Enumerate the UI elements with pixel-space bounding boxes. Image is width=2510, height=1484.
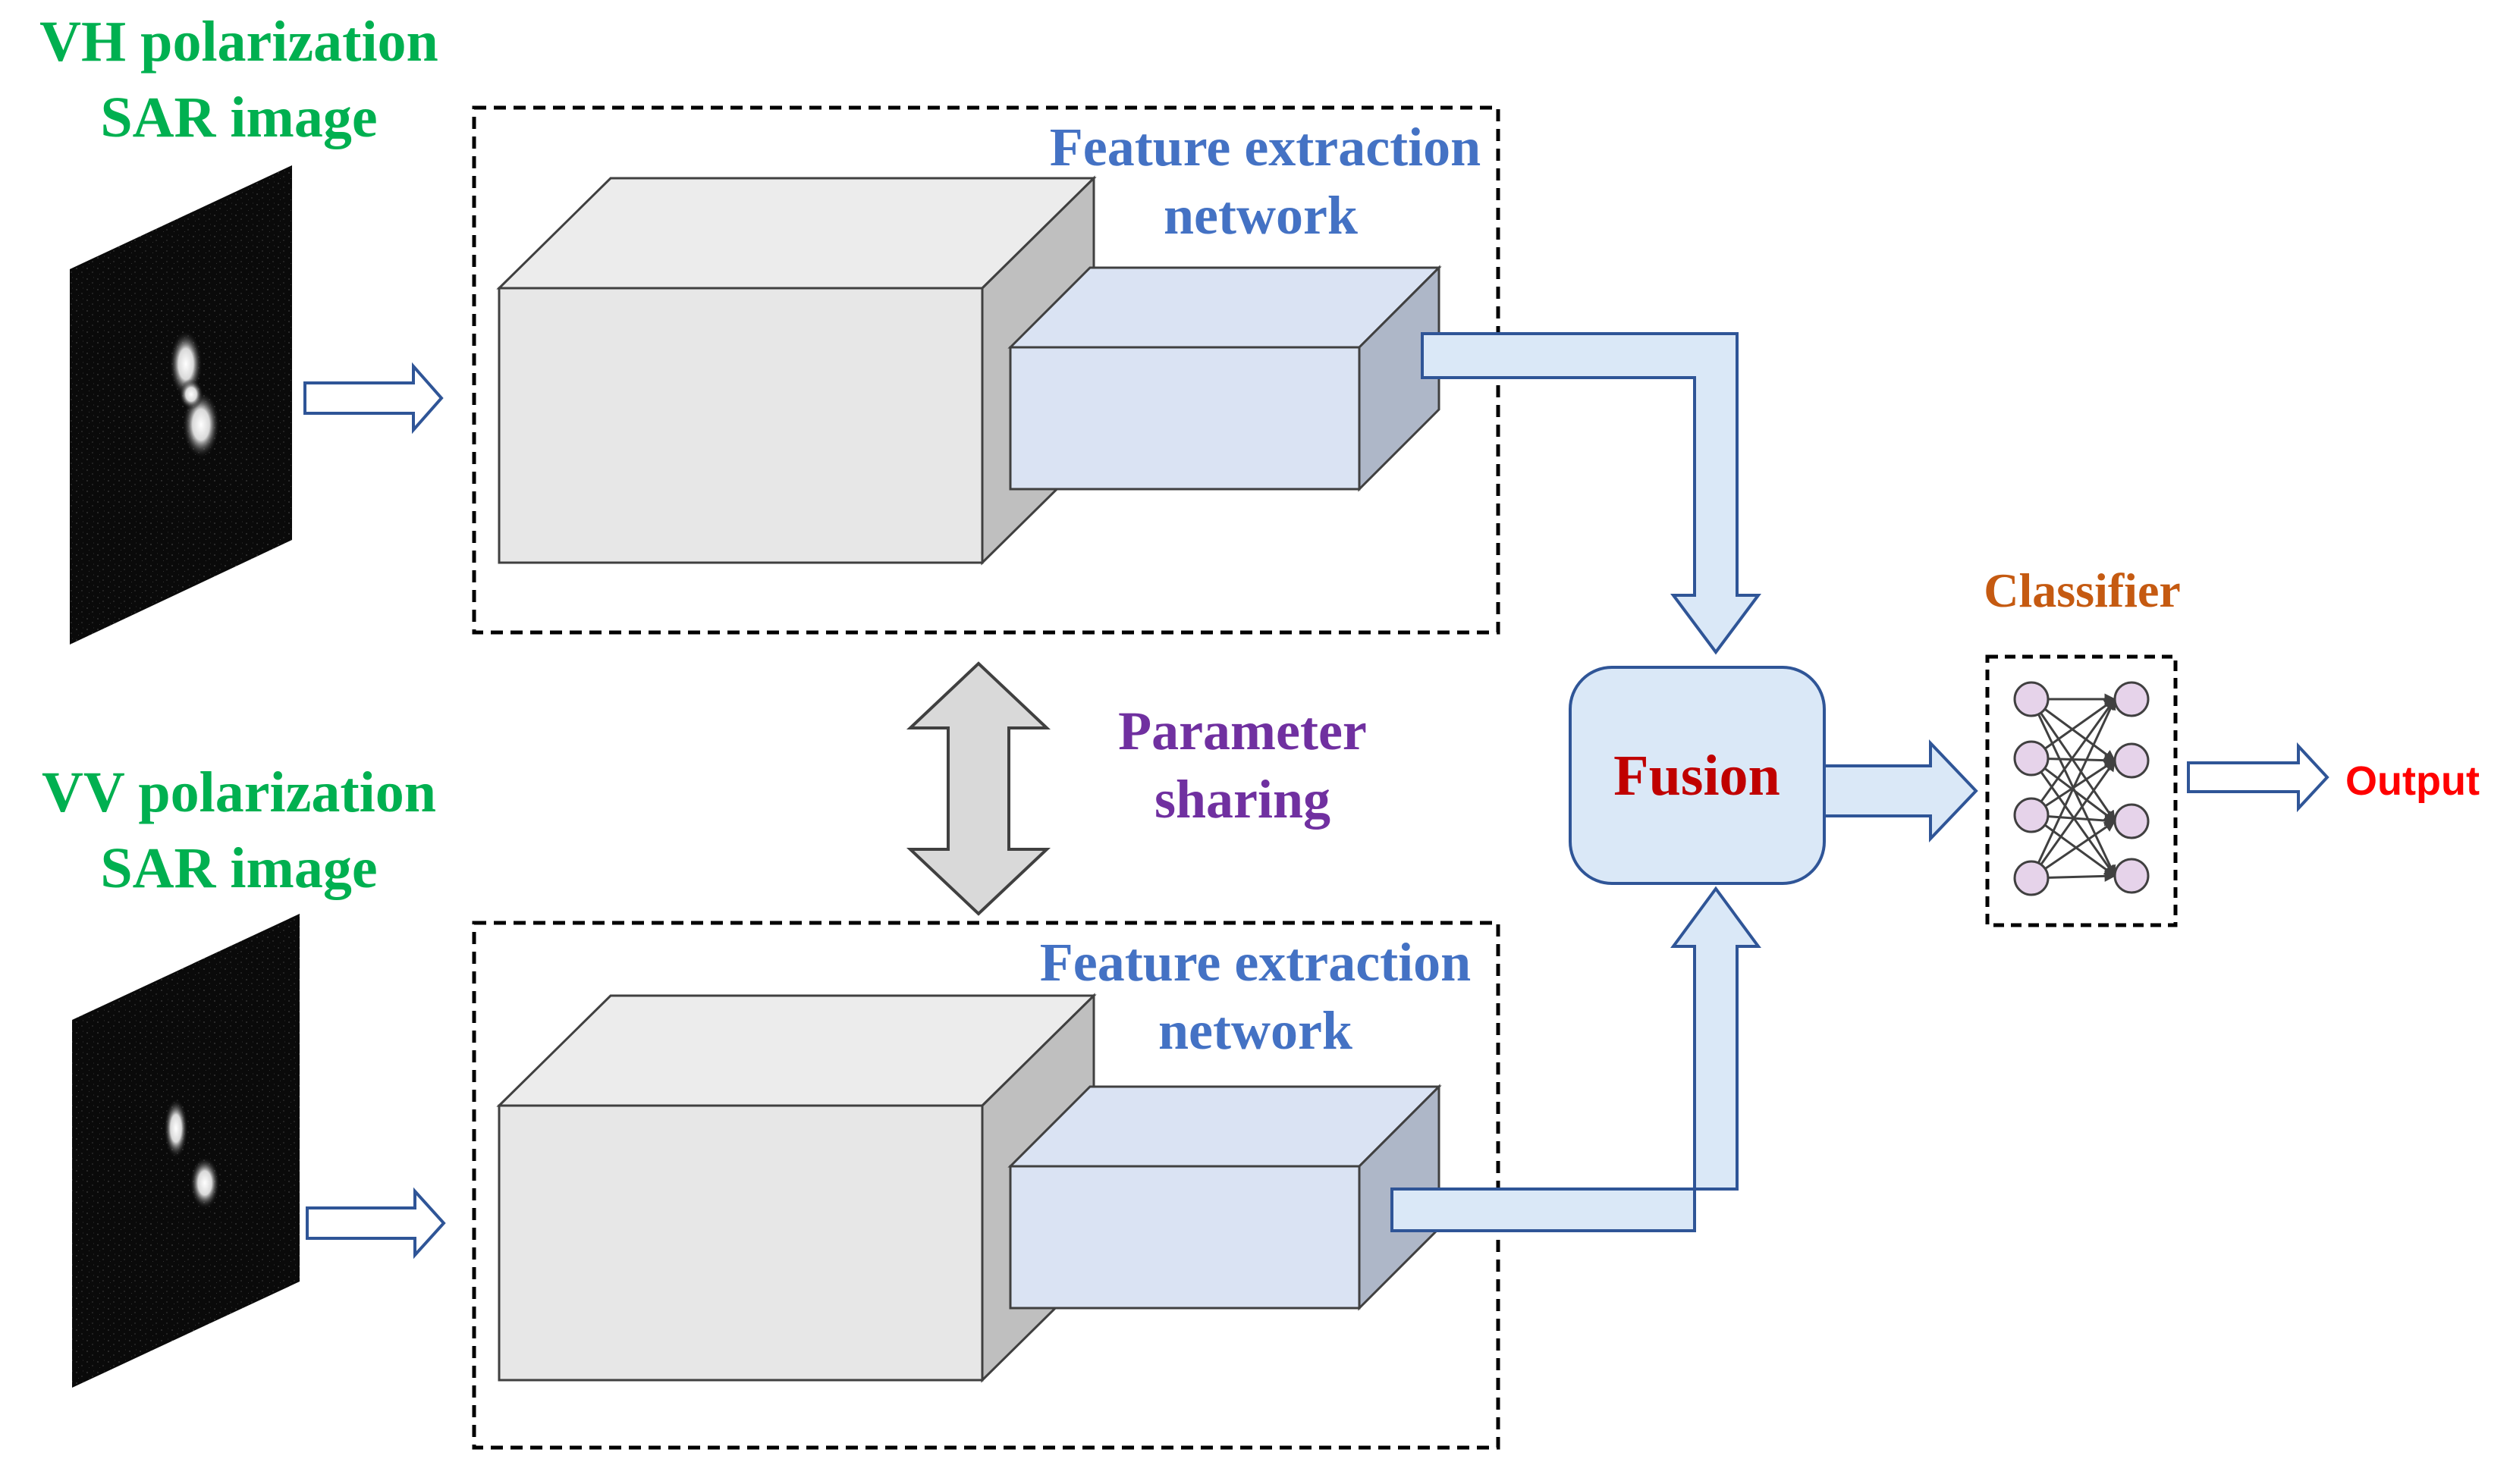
vv-sar-image [72, 914, 300, 1388]
fusion-to-classifier-arrow [1823, 739, 1978, 842]
top-to-fusion-arrow [1421, 332, 1761, 655]
parameter-sharing-double-arrow [906, 661, 1051, 916]
classifier-network [2013, 681, 2150, 896]
top-large-feature-block [496, 175, 1097, 566]
vv-input-title-line2: SAR image [100, 836, 377, 900]
top-small-feature-block [1007, 265, 1442, 492]
classifier-to-output-arrow [2187, 742, 2329, 813]
bottom-to-fusion-arrow [1390, 886, 1761, 1232]
classifier-output-node [2113, 681, 2150, 717]
top-network-label-line2: network [1164, 185, 1358, 246]
bottom-large-feature-block [496, 993, 1097, 1383]
vv-input-arrow [306, 1187, 446, 1260]
classifier-label: Classifier [1984, 563, 2181, 617]
vh-sar-image [70, 165, 292, 645]
bottom-small-feature-block [1007, 1084, 1442, 1311]
bottom-network-frame [472, 921, 1500, 1450]
top-network-label-line1: Feature extraction [1050, 117, 1481, 177]
vv-input-title-line1: VV polarization [42, 761, 436, 824]
vh-input-title-line2: SAR image [100, 86, 377, 149]
bottom-network-label-line2: network [1158, 1000, 1352, 1061]
parameter-sharing-label-line2: sharing [1154, 769, 1330, 830]
vh-input-title-line1: VH polarization [39, 10, 438, 74]
classifier-input-node [2013, 681, 2050, 717]
parameter-sharing-label-line1: Parameter [1118, 701, 1367, 761]
fusion-label: Fusion [1613, 744, 1780, 808]
vh-input-arrow [303, 362, 444, 435]
classifier-input-node [2013, 860, 2050, 896]
classifier-input-node [2013, 797, 2050, 833]
output-label: Output [2345, 758, 2480, 804]
classifier-output-node [2113, 858, 2150, 894]
bottom-network-label-line1: Feature extraction [1040, 932, 1471, 993]
classifier-input-node [2013, 740, 2050, 777]
classifier-output-node [2113, 742, 2150, 779]
classifier-output-node [2113, 803, 2150, 839]
